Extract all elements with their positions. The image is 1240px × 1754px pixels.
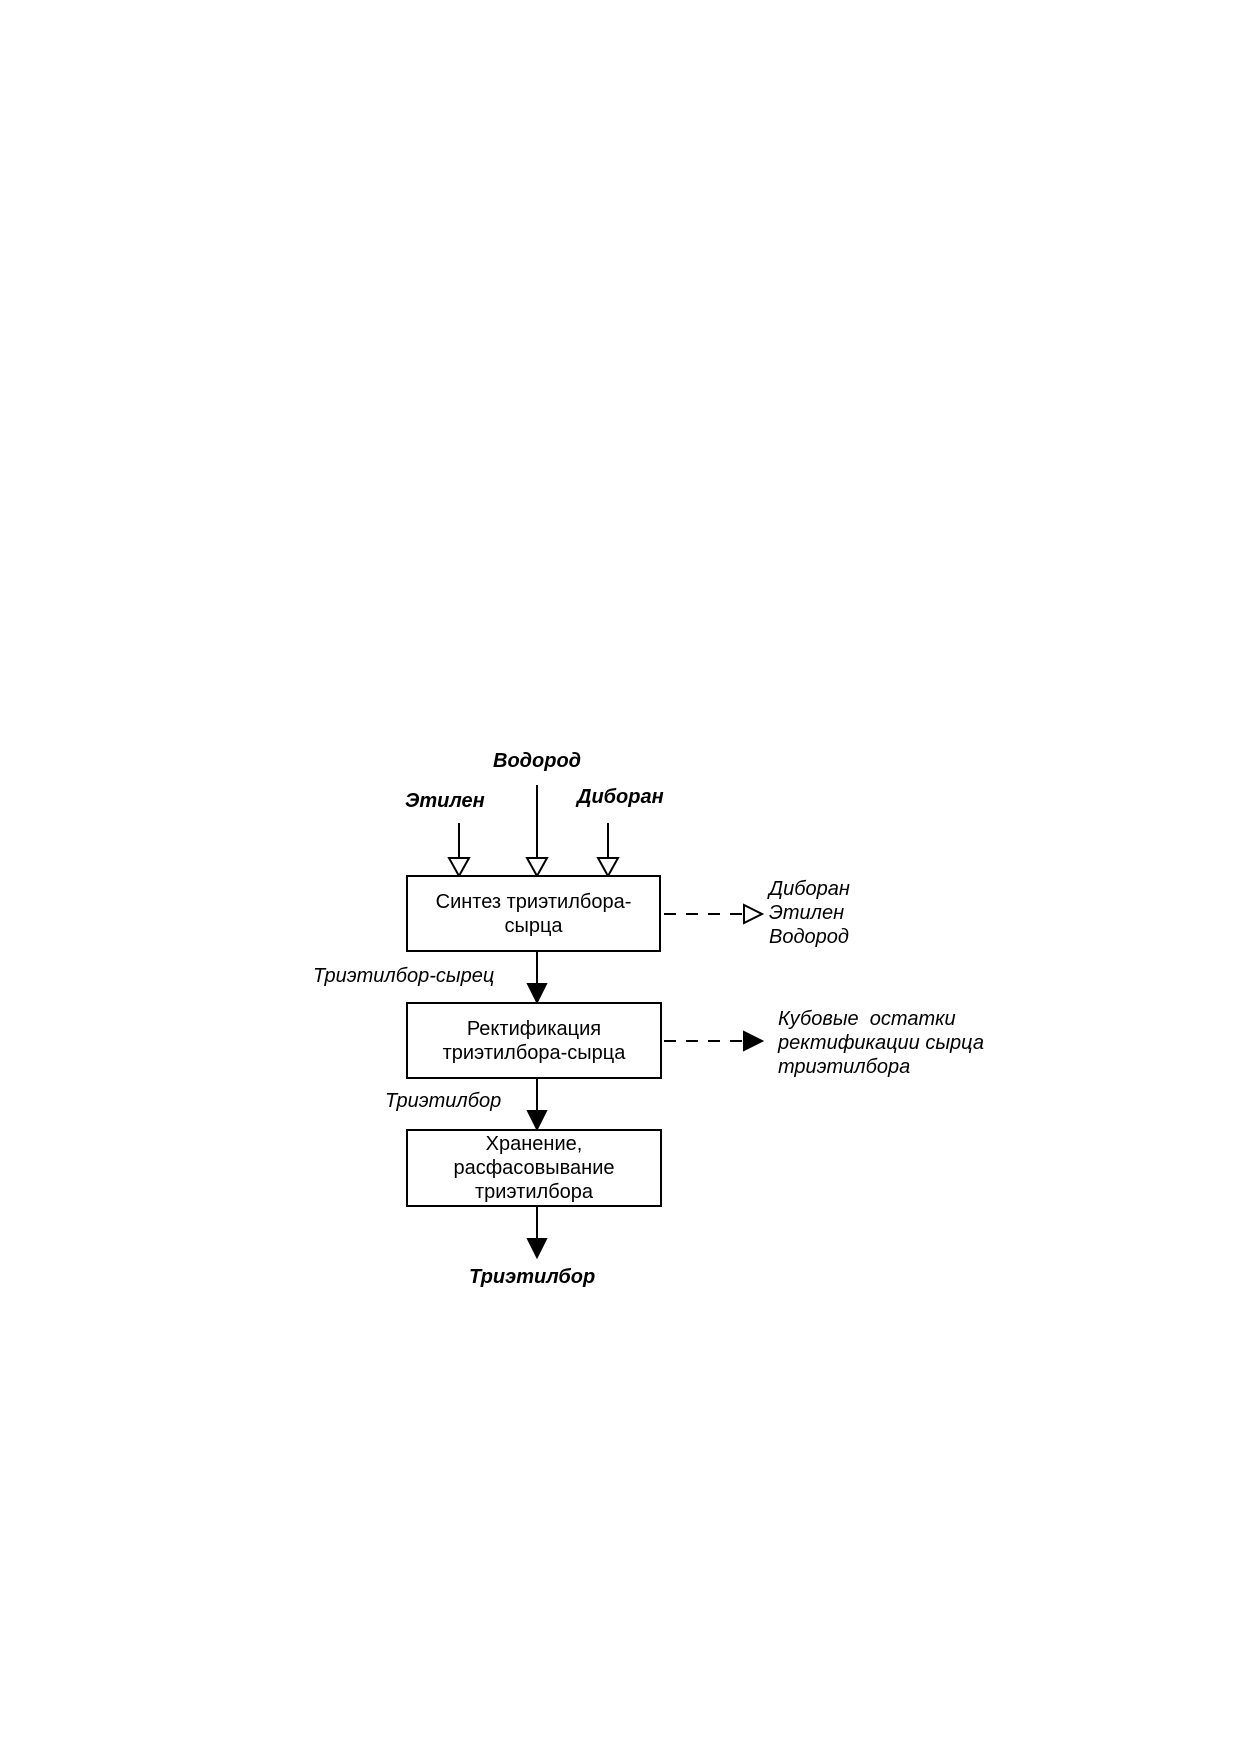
- final-product-label: Триэтилбор: [469, 1266, 596, 1288]
- residue-arrow: [664, 1030, 765, 1052]
- product-flow-arrow: [526, 1079, 548, 1132]
- output-residue-list: Кубовые остатки ректификации сырца триэт…: [778, 1007, 984, 1079]
- input-arrow-diborane: [596, 823, 620, 879]
- step-line: Ректификация: [466, 1017, 602, 1040]
- step-line: расфасовывание: [453, 1157, 615, 1179]
- output-item: Водород: [769, 926, 849, 948]
- process-step-synthesis: Синтез триэтилбора- сырца: [406, 875, 661, 952]
- input-arrow-ethylene: [447, 823, 471, 879]
- process-step-rectification: Ректификация триэтилбора-сырца: [406, 1002, 662, 1079]
- output-item: Этилен: [769, 902, 845, 924]
- process-step-storage: Хранение, расфасовывание триэтилбора: [406, 1129, 662, 1207]
- step-line: сырца: [504, 914, 563, 937]
- output-item: Кубовые остатки: [778, 1008, 956, 1030]
- offgas-arrow: [664, 903, 765, 925]
- flow-label-product: Триэтилбор: [385, 1090, 502, 1112]
- step-line: триэтилбора: [474, 1181, 594, 1203]
- output-item: триэтилбора: [778, 1056, 911, 1078]
- step-line: Синтез триэтилбора-: [435, 890, 632, 913]
- input-label-diborane: Диборан: [577, 786, 664, 808]
- output-offgas-list: Диборан Этилен Водород: [769, 877, 850, 949]
- input-label-ethylene: Этилен: [405, 790, 485, 812]
- input-label-hydrogen: Водород: [493, 750, 582, 772]
- step-line: Хранение,: [485, 1133, 583, 1155]
- step-line: триэтилбора-сырца: [442, 1041, 626, 1064]
- output-item: ректификации сырца: [778, 1032, 984, 1054]
- output-item: Диборан: [769, 878, 850, 900]
- flow-label-crude: Триэтилбор-сырец: [313, 965, 495, 987]
- input-arrow-hydrogen: [525, 785, 549, 879]
- crude-flow-arrow: [526, 951, 548, 1005]
- final-product-arrow: [526, 1207, 548, 1260]
